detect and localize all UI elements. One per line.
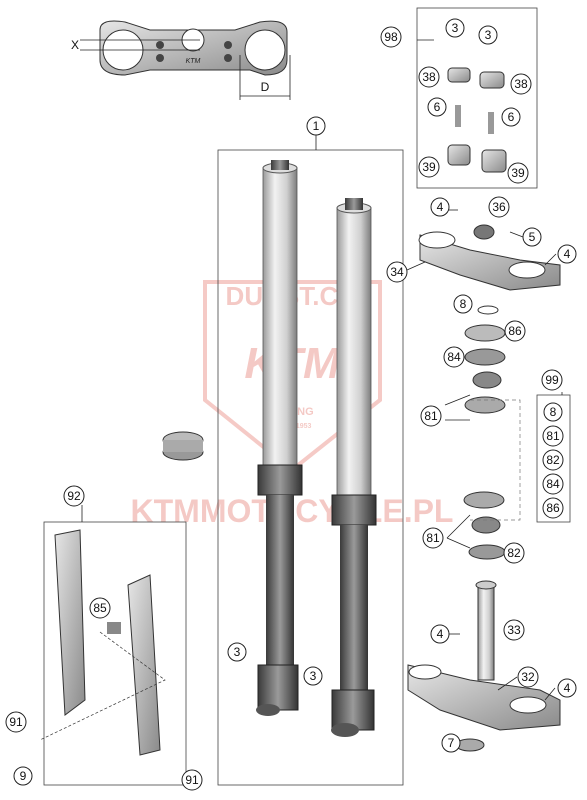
callout-9: 9 — [13, 766, 33, 786]
callout-91a-label: 91 — [9, 715, 23, 729]
callout-4a: 4 — [430, 197, 450, 217]
callout-3c-label: 3 — [234, 645, 241, 659]
callout-98-label: 98 — [384, 30, 398, 44]
callout-38b-label: 38 — [514, 77, 528, 91]
callout-32: 32 — [517, 666, 539, 688]
callout-86b: 86 — [542, 497, 564, 519]
callout-39b-label: 39 — [511, 166, 525, 180]
fork-guards — [39, 529, 166, 756]
callout-99-label: 99 — [545, 373, 559, 387]
callout-6b: 6 — [501, 107, 521, 127]
callout-39a-label: 39 — [422, 160, 436, 174]
callout-36-label: 36 — [492, 200, 506, 214]
callout-8b-label: 8 — [550, 405, 557, 419]
callout-84b-label: 84 — [546, 477, 560, 491]
callout-81c-label: 81 — [546, 429, 560, 443]
callout-9-label: 9 — [20, 769, 27, 783]
callout-38a: 38 — [418, 66, 440, 88]
callout-84a: 84 — [443, 346, 465, 368]
fork-leg-left — [256, 160, 303, 716]
callout-34: 34 — [386, 261, 408, 283]
callout-8a-label: 8 — [460, 297, 467, 311]
handlebar-clamps — [447, 67, 507, 173]
callout-4c-label: 4 — [437, 627, 444, 641]
callout-3c: 3 — [227, 642, 247, 662]
callout-6a: 6 — [427, 97, 447, 117]
callout-81a-label: 81 — [424, 409, 438, 423]
callout-7-label: 7 — [448, 736, 455, 750]
callout-33-label: 33 — [507, 623, 521, 637]
callout-8a: 8 — [453, 294, 473, 314]
callout-81b: 81 — [422, 527, 444, 549]
callout-6b-label: 6 — [508, 110, 515, 124]
callout-86a: 86 — [504, 320, 526, 342]
callout-38b: 38 — [510, 73, 532, 95]
callout-91b-label: 91 — [185, 773, 199, 787]
leader-lines — [81, 39, 563, 701]
callout-92-label: 92 — [67, 489, 81, 503]
fork-leg-right — [331, 198, 377, 737]
callout-86a-label: 86 — [508, 324, 522, 338]
callout-4c: 4 — [430, 624, 450, 644]
callout-85-label: 85 — [93, 601, 107, 615]
callout-8b: 8 — [543, 402, 563, 422]
callout-33: 33 — [503, 619, 525, 641]
callout-84a-label: 84 — [447, 350, 461, 364]
callout-99: 99 — [541, 369, 563, 391]
callout-3a: 3 — [445, 18, 465, 38]
callout-38a-label: 38 — [422, 70, 436, 84]
callout-32-label: 32 — [521, 670, 535, 684]
callout-7: 7 — [441, 733, 461, 753]
triple-clamp-top-view: KTM X D — [71, 20, 291, 100]
callout-85: 85 — [89, 597, 111, 619]
callout-39b: 39 — [507, 162, 529, 184]
callout-82b: 82 — [542, 449, 564, 471]
callout-group: 1 98 3 3 38 38 6 6 39 39 4 36 5 4 34 8 8… — [5, 18, 577, 791]
callout-81c: 81 — [542, 425, 564, 447]
callout-39a: 39 — [418, 156, 440, 178]
callout-34-label: 34 — [390, 265, 404, 279]
bearing-stack — [463, 305, 521, 560]
callout-4d-label: 4 — [564, 681, 571, 695]
dimension-d-label: D — [261, 80, 270, 94]
callout-3b: 3 — [478, 25, 498, 45]
callout-3b-label: 3 — [485, 28, 492, 42]
callout-5: 5 — [522, 227, 542, 247]
callout-81a: 81 — [420, 405, 442, 427]
callout-36: 36 — [488, 196, 510, 218]
dimension-x-label: X — [71, 38, 79, 52]
callout-1-label: 1 — [313, 119, 320, 133]
callout-98: 98 — [380, 26, 402, 48]
svg-text:KTM: KTM — [186, 58, 201, 65]
callout-92: 92 — [63, 485, 85, 507]
callout-86b-label: 86 — [546, 501, 560, 515]
callout-82b-label: 82 — [546, 453, 560, 467]
callout-4b: 4 — [557, 244, 577, 264]
callout-3a-label: 3 — [452, 21, 459, 35]
fork-seal-ring — [162, 431, 204, 461]
callout-84b: 84 — [542, 473, 564, 495]
group-frames — [43, 7, 571, 786]
callout-82a-label: 82 — [507, 546, 521, 560]
callout-4a-label: 4 — [437, 200, 444, 214]
callout-4d: 4 — [557, 678, 577, 698]
callout-4b-label: 4 — [564, 247, 571, 261]
steering-stem — [407, 580, 561, 752]
upper-triple-clamp — [418, 224, 561, 291]
callout-91b: 91 — [181, 769, 203, 791]
callout-1: 1 — [306, 116, 326, 136]
callout-81b-label: 81 — [426, 531, 440, 545]
callout-5-label: 5 — [529, 230, 536, 244]
callout-91a: 91 — [5, 711, 27, 733]
callout-6a-label: 6 — [434, 100, 441, 114]
callout-3d-label: 3 — [310, 669, 317, 683]
callout-3d: 3 — [303, 666, 323, 686]
callout-82a: 82 — [503, 542, 525, 564]
